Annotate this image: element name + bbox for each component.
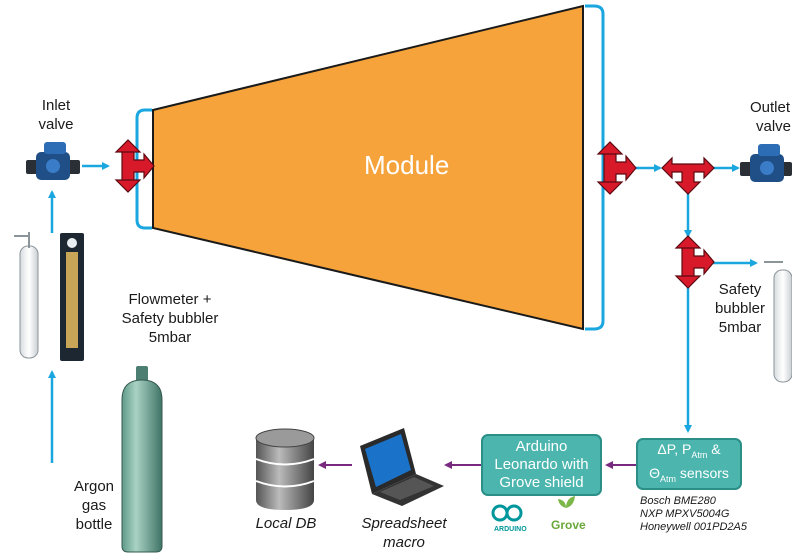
safety-label-line2: bubbler [714, 300, 766, 317]
inlet-valve-label: Inlet valve [20, 96, 92, 134]
sensors-box-line2: ΘAtm sensors [638, 464, 740, 488]
sensor-part-1: Bosch BME280 [640, 495, 716, 507]
safety-label-line1: Safety [718, 281, 762, 298]
local-db-label: Local DB [255, 515, 317, 532]
flowmeter-label: Flowmeter + Safety bubbler 5mbar [110, 290, 230, 347]
flowmeter-label-line1: Flowmeter + [128, 291, 212, 308]
safety-bubbler-icon [764, 261, 792, 383]
outlet-label-line2: valve [756, 118, 792, 135]
sensors-box: ΔP, PAtm & ΘAtm sensors [636, 438, 742, 490]
argon-label-line3: bottle [75, 516, 113, 533]
laptop-icon [360, 428, 444, 506]
argon-label-line2: gas [81, 497, 107, 514]
argon-label: Argon gas bottle [58, 477, 130, 534]
arduino-logo-icon: ARDUINO [491, 504, 527, 533]
tee-fitting-outlet-module [596, 141, 637, 195]
sensor-part-2: NXP MPXV5004G [640, 508, 730, 520]
sensors-word: sensors [675, 465, 729, 481]
inlet-label-line2: valve [38, 116, 74, 133]
arduino-logo-text: ARDUINO [494, 526, 527, 533]
database-icon [255, 428, 315, 510]
arduino-box-line1: Arduino [515, 438, 568, 455]
module-body [152, 4, 584, 331]
spreadsheet-label: Spreadsheet macro [348, 514, 460, 552]
arduino-box-line3: Grove shield [499, 474, 584, 491]
spreadsheet-label-line2: macro [383, 534, 425, 551]
flowmeter-label-line3: 5mbar [148, 329, 192, 346]
argon-bottle-icon [121, 366, 163, 553]
grove-logo-text: Grove [551, 518, 586, 532]
argon-label-line1: Argon [73, 478, 115, 495]
flowmeter-label-line2: Safety bubbler [121, 310, 219, 327]
sensors-box-line1: ΔP, PAtm & [638, 440, 740, 464]
sensor-parts-list: Bosch BME280 NXP MPXV5004G Honeywell 001… [640, 495, 790, 534]
arduino-box: Arduino Leonardo with Grove shield [481, 434, 602, 496]
spreadsheet-label-line1: Spreadsheet [361, 515, 447, 532]
safety-label-line3: 5mbar [718, 319, 762, 336]
outlet-label-line1: Outlet [750, 99, 791, 116]
sensors-sub-atm-2: Atm [659, 473, 676, 484]
outlet-valve-label: Outlet valve [750, 98, 792, 136]
safety-bubbler-label: Safety bubbler 5mbar [704, 280, 776, 337]
inlet-label-line1: Inlet [41, 97, 71, 114]
sensor-part-3: Honeywell 001PD2A5 [640, 521, 748, 533]
sensors-sub-atm-1: Atm [691, 450, 708, 460]
flowmeter-icon [14, 232, 84, 361]
tee-fitting-safety [674, 235, 715, 289]
tee-fitting-split [661, 156, 715, 195]
sensors-delta-p: ΔP, P [657, 441, 692, 458]
module-label: Module [364, 150, 450, 180]
tee-fitting-inlet [114, 139, 155, 193]
inlet-valve-icon [26, 142, 80, 180]
outlet-brace [585, 4, 605, 331]
outlet-valve-icon [740, 144, 792, 182]
arduino-box-line2: Leonardo with [494, 456, 589, 473]
grove-logo-icon: Grove [551, 496, 586, 532]
sensors-theta: Θ [649, 465, 660, 481]
sensors-and: & [707, 441, 721, 458]
